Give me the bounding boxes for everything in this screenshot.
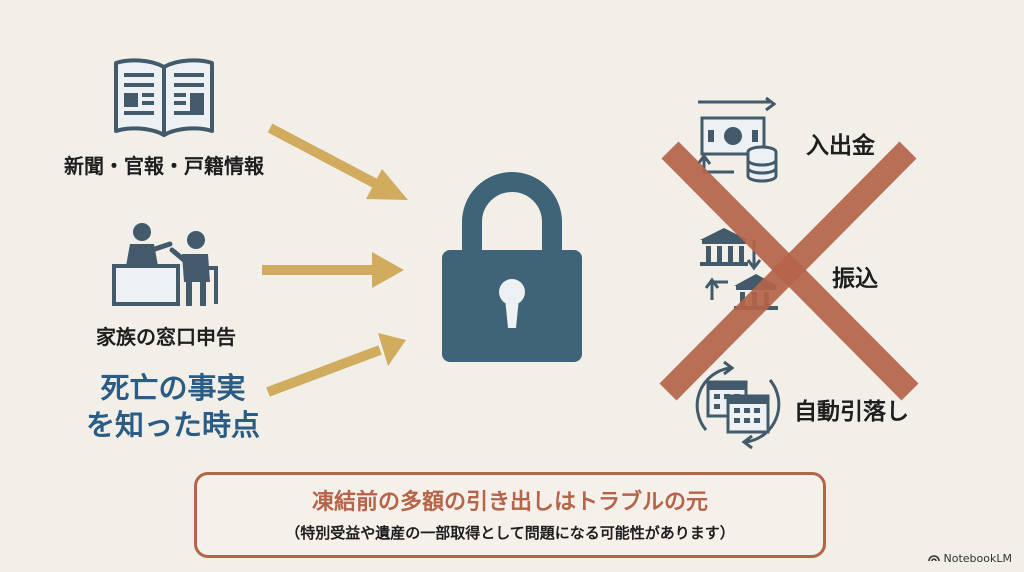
transaction-label-transfer: 振込 (832, 266, 878, 292)
death-fact-line1: 死亡の事実 (100, 371, 246, 405)
brand-watermark: NotebookLM (927, 552, 1012, 565)
source-label-news: 新聞・官報・戸籍情報 (64, 154, 264, 178)
arrow-from-death (266, 333, 406, 397)
bank-counter-icon (112, 220, 222, 312)
death-fact-text: 死亡の事実 を知った時点 (28, 370, 318, 444)
auto-debit-calendar-icon (692, 360, 784, 450)
newspaper-icon (112, 55, 216, 139)
padlock-icon (440, 168, 584, 364)
warning-title: 凍結前の多額の引き出しはトラブルの元 (311, 490, 708, 515)
warning-box: 凍結前の多額の引き出しはトラブルの元 （特別受益や遺産の一部取得として問題になる… (194, 472, 826, 558)
transaction-label-autodebit: 自動引落し (794, 399, 909, 425)
arrow-from-family (262, 252, 404, 288)
death-fact-line2: を知った時点 (85, 408, 260, 442)
warning-subtitle: （特別受益や遺産の一部取得として問題になる可能性があります） (285, 524, 735, 542)
brand-name: NotebookLM (943, 552, 1012, 565)
arrow-from-news (267, 123, 408, 200)
transaction-label-deposit: 入出金 (806, 133, 875, 159)
deposit-withdrawal-icon (694, 96, 784, 184)
notebooklm-logo-icon (927, 552, 940, 565)
source-label-family: 家族の窓口申告 (96, 325, 236, 349)
